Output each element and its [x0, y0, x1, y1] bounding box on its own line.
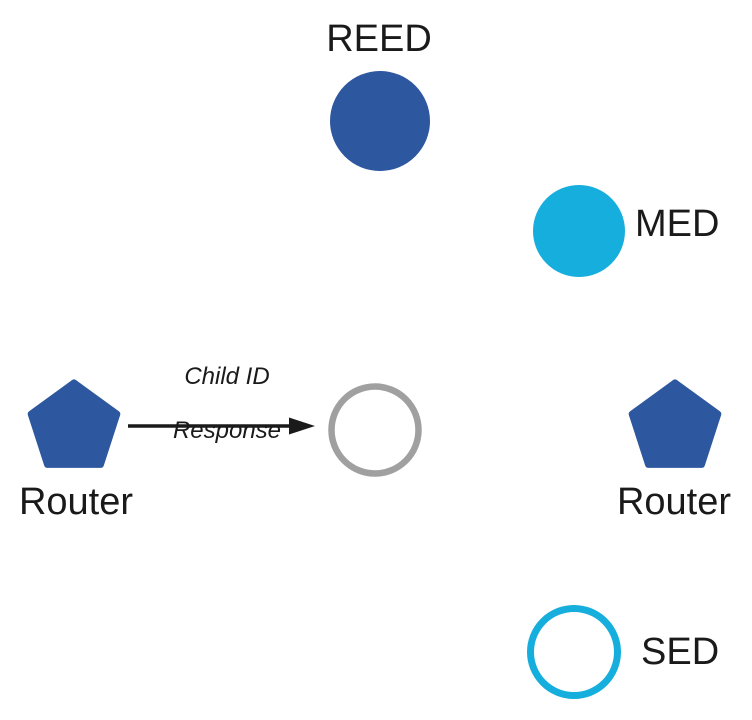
router-right-pentagon: [628, 379, 722, 468]
joining-child-node-circle: [328, 383, 422, 477]
med-label: MED: [635, 203, 720, 245]
router-left-label: Router: [18, 481, 134, 523]
router-right-label: Router: [616, 481, 732, 523]
med-circle-shape: [533, 185, 625, 277]
joining-child-circle-shape: [328, 383, 422, 477]
reed-label: REED: [326, 18, 432, 60]
router-right-pentagon-shape: [628, 379, 722, 468]
child-id-response-arrow-label: Child ID Response: [127, 363, 327, 444]
sed-label: SED: [641, 631, 720, 673]
med-node-circle: [533, 185, 625, 277]
arrow-label-line2: Response: [172, 417, 282, 444]
sed-node-circle: [527, 605, 621, 699]
sed-circle-shape: [527, 605, 621, 699]
reed-node-circle: [330, 71, 430, 171]
arrow-head: [289, 417, 315, 435]
child-id-response-arrow: [128, 417, 315, 435]
reed-circle-shape: [330, 71, 430, 171]
arrow-label-line1: Child ID: [184, 363, 270, 390]
router-left-pentagon: [27, 379, 121, 468]
router-left-pentagon-shape: [27, 379, 121, 468]
